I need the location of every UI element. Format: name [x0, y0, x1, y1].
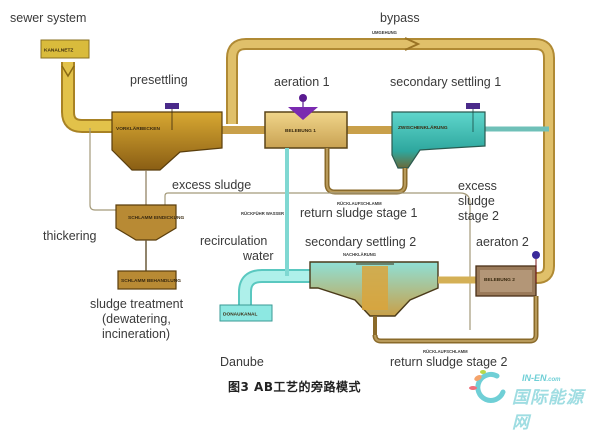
bypass-small-label: UMGEHUNG [372, 30, 397, 35]
recirculation-small-label: RÜCKFÜHR WASSER [241, 211, 284, 216]
thickening-tank [115, 204, 177, 241]
bypass-label: bypass [380, 11, 420, 25]
thickening-label: thickering [43, 229, 97, 243]
watermark-cn: 国际能源网 [512, 388, 584, 433]
excess-sludge-stage-2-label-1: excess [458, 179, 497, 193]
secondary-settling-1-scraper-icon [466, 103, 480, 109]
presettling-tank [111, 111, 223, 171]
danube-box [219, 304, 273, 322]
presettling-bypass-line [89, 128, 116, 211]
presettling-scraper-icon [165, 103, 179, 109]
return-sludge-2-small-label: RÜCKLAUFSCHLAMM [423, 349, 468, 354]
return-sludge-stage-2-label: return sludge stage 2 [390, 355, 507, 369]
secondary-settling-1-tank [391, 111, 486, 169]
aeration-1-label: aeration 1 [274, 75, 330, 89]
recirculation-water-label-2: water [242, 249, 274, 263]
sewer-system-label: sewer system [10, 11, 86, 25]
secondary-settling-2-small-label: NACHKLÄRUNG [343, 252, 376, 257]
sewer-inlet-box-label: KANALNETZ [44, 48, 73, 54]
sludge-treatment-label-3: incineration) [102, 327, 170, 341]
aeration-2-label: aeraton 2 [476, 235, 529, 249]
figure-caption: 图3 AB工艺的旁路模式 [228, 380, 361, 394]
secondary-settling-2-label: secondary settling 2 [305, 235, 416, 249]
sludge-treatment-label-1: sludge treatment [90, 297, 184, 311]
sludge-treatment-box [117, 270, 177, 290]
sewer-inlet-box [40, 39, 90, 59]
watermark-logo-icon [469, 370, 506, 403]
ab-process-diagram: KANALNETZ VORKLÄRBECKEN BELEBUNG 1 ZWISC… [10, 11, 555, 369]
excess-sludge-label: excess sludge [172, 178, 251, 192]
presettling-tank-label: VORKLÄRBECKEN [116, 125, 161, 132]
secondary-settling-1-label: secondary settling 1 [390, 75, 501, 89]
sludge-treatment-box-label: SCHLAMM BEHANDLUNG [121, 278, 181, 284]
thickening-tank-label: SCHLAMM EINDICKUNG [128, 215, 184, 221]
excess-sludge-stage-2-label-3: stage 2 [458, 209, 499, 223]
secondary-settling-1-tank-label: ZWISCHENKLÄRUNG [398, 124, 448, 131]
inlet-arrow-icon [61, 65, 75, 78]
aerator-2-icon [532, 251, 540, 259]
excess-sludge-stage-2-label-2: sludge [458, 194, 495, 208]
excess-sludge-line [164, 192, 471, 330]
sludge-treatment-label-2: (dewatering, [102, 312, 171, 326]
return-sludge-stage-1-label: return sludge stage 1 [300, 206, 417, 220]
recirculation-water-label-1: recirculation [200, 234, 267, 248]
bypass-arrow-icon [404, 37, 421, 51]
aeration-1-tank-label: BELEBUNG 1 [285, 128, 316, 134]
presettling-label: presettling [130, 73, 188, 87]
aeration-2-tank-label: BELEBUNG 2 [484, 277, 515, 283]
inlet-pipe [61, 62, 112, 133]
danube-label: Danube [220, 355, 264, 369]
danube-box-label: DONAUKANAL [223, 312, 257, 318]
aerator-1-icon [288, 107, 318, 120]
watermark-en: IN-EN.com [522, 373, 561, 383]
return-sludge-1-small-label: RÜCKLAUFSCHLAMM [337, 201, 382, 206]
watermark-en-suffix: .com [546, 377, 561, 383]
watermark-en-text: IN-EN [522, 373, 547, 383]
